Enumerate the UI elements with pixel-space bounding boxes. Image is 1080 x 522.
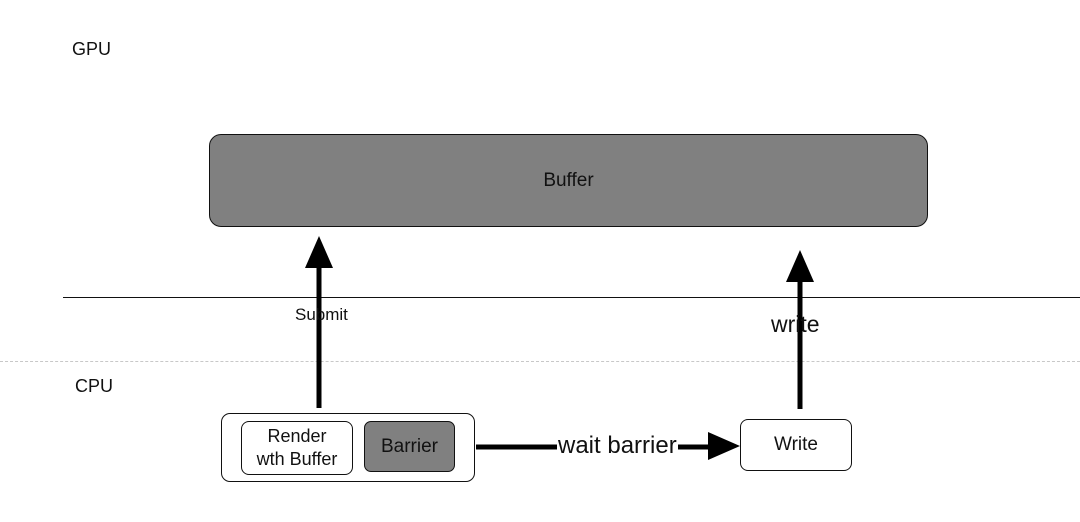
dashed-separator <box>0 361 1080 362</box>
buffer-box: Buffer <box>209 134 928 227</box>
write-box: Write <box>740 419 852 471</box>
gpu-section-label: GPU <box>72 39 112 59</box>
render-label-line2: wth Buffer <box>256 449 338 469</box>
write-box-label: Write <box>774 434 818 455</box>
render-label-line1: Render <box>267 426 327 446</box>
submit-arrow-label: Submit <box>295 305 348 324</box>
render-with-buffer-box: Render wth Buffer <box>241 421 353 475</box>
cpu-section-label: CPU <box>75 376 114 396</box>
barrier-label: Barrier <box>380 435 438 457</box>
gpu-cpu-divider <box>63 297 1080 298</box>
barrier-box: Barrier <box>364 421 455 472</box>
wait-barrier-label: wait barrier <box>557 432 678 460</box>
write-arrow-label: write <box>771 311 820 337</box>
buffer-label: Buffer <box>543 169 594 191</box>
